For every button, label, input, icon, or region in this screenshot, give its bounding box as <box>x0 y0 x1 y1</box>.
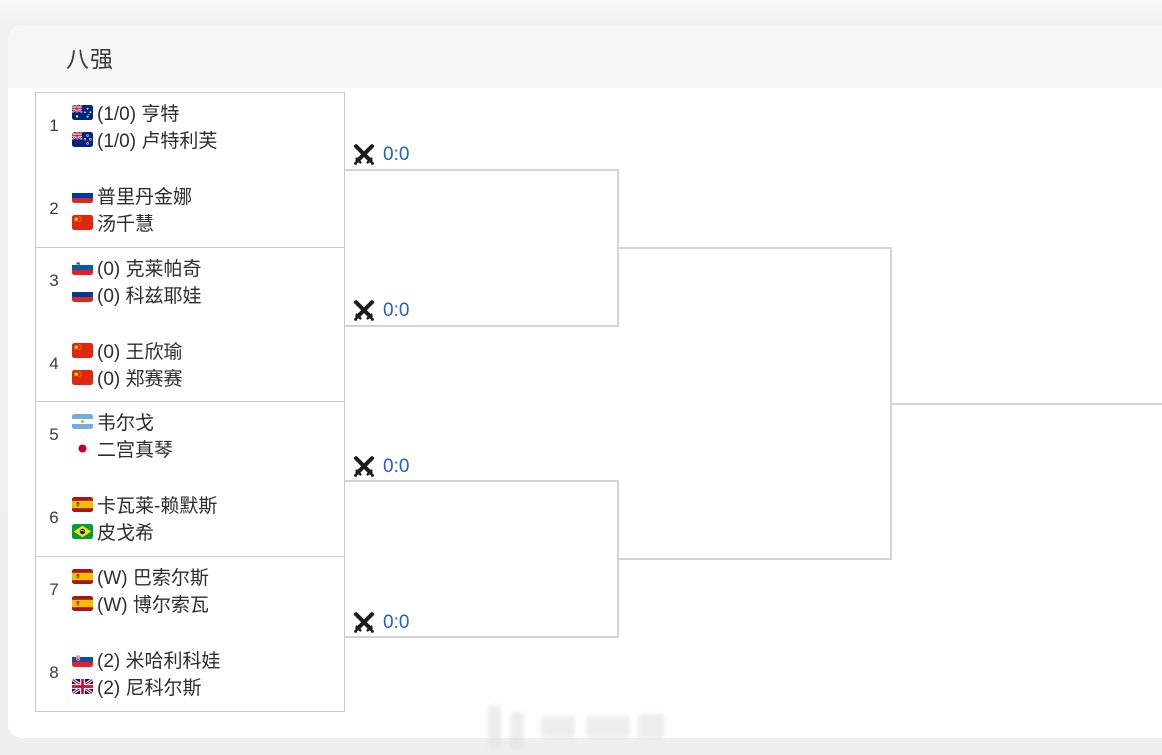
japan-flag-icon <box>72 441 93 456</box>
team-row[interactable]: 2 普里丹金娜 汤千慧 <box>36 182 344 236</box>
team-seed: 7 <box>49 579 59 599</box>
slovenia-flag-icon <box>72 259 93 275</box>
spain-flag-icon <box>72 568 93 584</box>
argentina-flag-icon <box>72 414 93 429</box>
player-entry: (0) 科兹耶娃 <box>72 281 202 308</box>
player-entry: (1/0) 卢特利芙 <box>72 126 217 153</box>
player-name: (0) 克莱帕奇 <box>97 258 202 280</box>
china-flag-icon <box>72 215 93 230</box>
player-entry: 卡瓦莱-赖默斯 <box>72 491 217 518</box>
player-name: (0) 科兹耶娃 <box>97 285 202 307</box>
britain-flag-icon <box>72 678 93 694</box>
bracket-connector-line <box>890 403 1162 405</box>
slovakia-flag-icon <box>72 651 93 667</box>
player-name: (2) 尼科尔斯 <box>97 677 202 699</box>
team-row[interactable]: 4 (0) 王欣瑜 (0) 郑赛赛 <box>36 337 344 391</box>
spain-flag-icon <box>72 497 93 512</box>
team-players: (0) 王欣瑜 (0) 郑赛赛 <box>72 337 183 391</box>
player-name: 皮戈希 <box>97 523 155 544</box>
player-name: 二宫真琴 <box>97 440 174 461</box>
match-score[interactable]: 0:0 <box>352 610 409 636</box>
bracket-connector-line <box>617 558 892 560</box>
bracket-connector-line <box>617 247 892 249</box>
bracket-connector-line <box>345 636 619 638</box>
player-name: 韦尔戈 <box>97 413 155 434</box>
match-score[interactable]: 0:0 <box>352 142 409 168</box>
team-players: (W) 巴索尔斯 (W) 博尔索瓦 <box>72 563 209 617</box>
player-name: 卡瓦莱-赖默斯 <box>97 496 218 517</box>
player-entry: 皮戈希 <box>72 518 217 545</box>
player-name: (W) 博尔索瓦 <box>97 594 209 616</box>
china-flag-icon <box>72 369 93 385</box>
player-entry: (2) 尼科尔斯 <box>72 673 221 700</box>
player-entry: (1/0) 亨特 <box>72 99 217 126</box>
match-score[interactable]: 0:0 <box>352 298 409 324</box>
crossed-swords-icon <box>352 455 376 479</box>
team-row[interactable]: 3 (0) 克莱帕奇 (0) 科兹耶娃 <box>36 254 344 308</box>
team-players: 卡瓦莱-赖默斯 皮戈希 <box>72 491 217 545</box>
team-seed: 3 <box>49 270 59 290</box>
player-entry: 普里丹金娜 <box>72 182 192 209</box>
score-value: 0:0 <box>383 144 410 165</box>
team-row[interactable]: 6 卡瓦莱-赖默斯 皮戈希 <box>36 491 344 545</box>
team-players: 普里丹金娜 汤千慧 <box>72 182 192 236</box>
team-row[interactable]: 8 (2) 米哈利科娃 (2) 尼科尔斯 <box>36 646 344 700</box>
bracket-connector-line <box>345 480 619 482</box>
russia-flag-icon <box>72 188 93 203</box>
bracket-connector-line <box>345 325 619 327</box>
team-players: (1/0) 亨特 (1/0) 卢特利芙 <box>72 99 217 153</box>
card-header: 八强 <box>8 25 1162 88</box>
team-seed: 1 <box>49 116 59 135</box>
match-box[interactable]: 7 (W) 巴索尔斯 (W) 博尔索瓦 8 (2) 米哈利科娃 <box>35 555 345 712</box>
team-players: 韦尔戈 二宫真琴 <box>72 408 173 462</box>
crossed-swords-icon <box>352 143 376 167</box>
player-entry: 韦尔戈 <box>72 408 173 435</box>
score-value: 0:0 <box>383 612 410 633</box>
team-row[interactable]: 1 (1/0) 亨特 (1/0) 卢特利芙 <box>36 99 344 153</box>
russia-flag-icon <box>72 286 93 302</box>
team-seed: 8 <box>49 662 59 682</box>
player-name: (1/0) 卢特利芙 <box>97 131 218 152</box>
player-name: (0) 郑赛赛 <box>97 368 183 390</box>
player-name: 普里丹金娜 <box>97 187 193 208</box>
player-name: (1/0) 亨特 <box>97 104 180 125</box>
player-entry: (W) 巴索尔斯 <box>72 563 209 590</box>
score-value: 0:0 <box>383 300 410 321</box>
match-box[interactable]: 5 韦尔戈 二宫真琴 6 卡瓦莱-赖默斯 皮戈希 <box>35 401 345 557</box>
team-players: (2) 米哈利科娃 (2) 尼科尔斯 <box>72 646 221 700</box>
player-entry: (0) 郑赛赛 <box>72 364 183 391</box>
brazil-flag-icon <box>72 524 93 539</box>
spain-flag-icon <box>72 595 93 611</box>
player-name: (0) 王欣瑜 <box>97 341 183 363</box>
player-entry: (0) 克莱帕奇 <box>72 254 202 281</box>
match-score[interactable]: 0:0 <box>352 454 409 480</box>
score-value: 0:0 <box>383 456 410 477</box>
player-entry: (W) 博尔索瓦 <box>72 590 209 617</box>
australia-flag-icon <box>72 105 93 120</box>
team-row[interactable]: 7 (W) 巴索尔斯 (W) 博尔索瓦 <box>36 563 344 617</box>
china-flag-icon <box>72 342 93 358</box>
team-seed: 5 <box>49 425 59 444</box>
player-entry: 汤千慧 <box>72 209 192 236</box>
page-title: 八强 <box>66 45 114 72</box>
player-entry: (2) 米哈利科娃 <box>72 646 221 673</box>
crossed-swords-icon <box>352 299 376 323</box>
match-box[interactable]: 3 (0) 克莱帕奇 (0) 科兹耶娃 4 (0) 王欣瑜 <box>35 246 345 403</box>
player-name: (2) 米哈利科娃 <box>97 650 221 672</box>
team-seed: 6 <box>49 508 59 527</box>
new-zealand-flag-icon <box>72 132 93 147</box>
round1-column: 1 (1/0) 亨特 (1/0) 卢特利芙 2 普里丹金娜 <box>35 92 345 712</box>
team-seed: 4 <box>49 353 59 373</box>
crossed-swords-icon <box>352 611 376 635</box>
player-name: (W) 巴索尔斯 <box>97 567 209 589</box>
team-players: (0) 克莱帕奇 (0) 科兹耶娃 <box>72 254 202 308</box>
player-entry: (0) 王欣瑜 <box>72 337 183 364</box>
team-seed: 2 <box>49 199 59 218</box>
player-name: 汤千慧 <box>97 214 155 235</box>
bracket-connector-line <box>345 169 619 171</box>
match-box[interactable]: 1 (1/0) 亨特 (1/0) 卢特利芙 2 普里丹金娜 <box>35 92 345 248</box>
player-entry: 二宫真琴 <box>72 435 173 462</box>
team-row[interactable]: 5 韦尔戈 二宫真琴 <box>36 408 344 462</box>
